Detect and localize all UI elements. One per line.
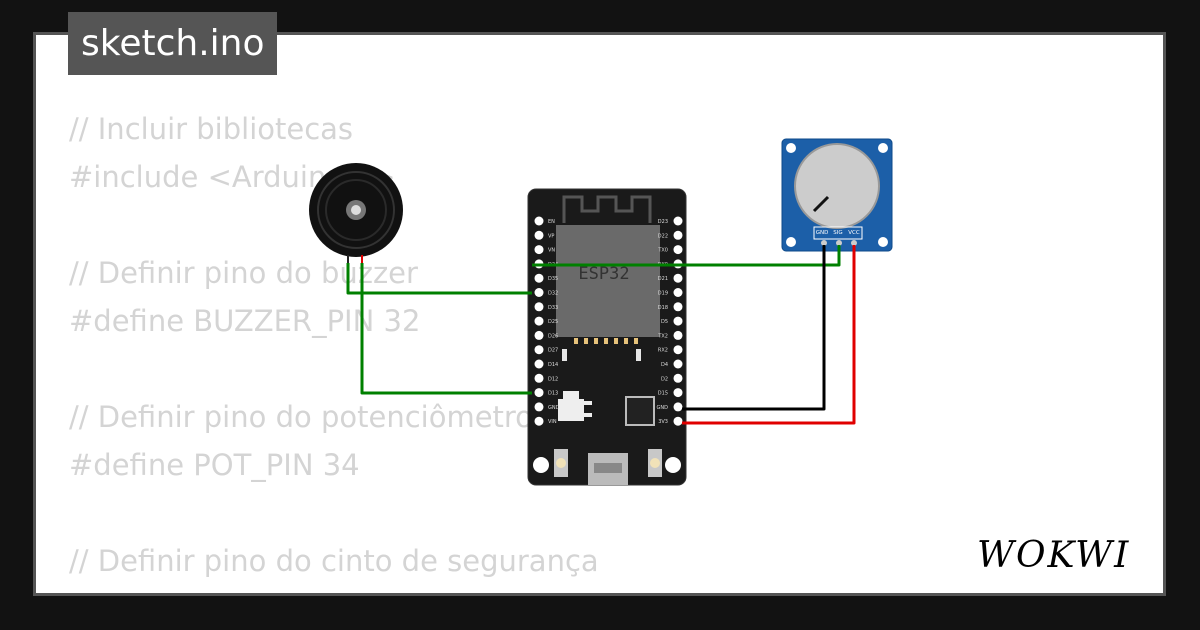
- right-pin-label: D4: [661, 362, 668, 368]
- wokwi-logo: WOKWI: [977, 535, 1130, 576]
- right-pin-label: D21: [658, 276, 668, 282]
- right-pin-label: TX2: [657, 333, 668, 339]
- smd-component: [636, 349, 641, 361]
- left-pin-hole: [534, 316, 544, 326]
- left-pin-label: GND: [548, 405, 560, 411]
- code-line: #define BUZZER_PIN 32: [69, 304, 421, 338]
- pot-pin-sig: SIG: [833, 230, 842, 236]
- right-pin-label: D18: [658, 305, 668, 311]
- left-pin-hole: [534, 359, 544, 369]
- left-pin-hole: [534, 388, 544, 398]
- right-pin-hole: [673, 416, 683, 426]
- code-line: // Definir pino do buzzer: [69, 256, 418, 290]
- right-pin-label: D22: [658, 233, 668, 239]
- right-pin-label: D19: [658, 291, 668, 297]
- right-pin-label: TX0: [657, 248, 668, 254]
- right-pin-hole: [673, 373, 683, 383]
- left-pin-label: D32: [548, 291, 558, 297]
- right-pin-hole: [673, 216, 683, 226]
- left-pin-label: VN: [548, 248, 555, 254]
- chip-pad: [634, 338, 638, 344]
- left-pin-label: D12: [548, 376, 558, 382]
- code-line: // Definir pino do potenciômetro: [69, 400, 533, 434]
- chip-pad: [624, 338, 628, 344]
- left-pin-hole: [534, 373, 544, 383]
- left-pin-label: D27: [548, 348, 558, 354]
- left-pin-label: D13: [548, 391, 558, 397]
- circuit-diagram: ESP32 ENVPVND34D35D32D33D25D26D27D14D12D…: [309, 138, 893, 486]
- smd-component: [562, 349, 567, 361]
- left-pin-label: VP: [548, 233, 554, 239]
- pot-pin-vcc: VCC: [848, 230, 860, 236]
- svg-text:WOKWI: WOKWI: [977, 535, 1130, 576]
- code-line: #define SEATBELT_PIN 26: [69, 585, 599, 593]
- pot-pin-gnd: GND: [816, 230, 829, 236]
- right-pin-label: GND: [657, 405, 669, 411]
- wire-pot-gnd[interactable]: [682, 245, 826, 411]
- right-pin-hole: [673, 230, 683, 240]
- usb-chip: [625, 396, 655, 426]
- right-pin-hole: [673, 273, 683, 283]
- left-pin-hole: [534, 230, 544, 240]
- code-line: #define POT_PIN 34: [69, 448, 360, 482]
- right-pin-hole: [673, 359, 683, 369]
- right-pin-label: D2: [661, 376, 668, 382]
- chip-pad: [574, 338, 578, 344]
- wire-pot-signal[interactable]: [532, 245, 841, 267]
- wires: [346, 245, 856, 425]
- right-pin-hole: [673, 288, 683, 297]
- right-pin-hole: [673, 316, 683, 326]
- right-pin-hole: [673, 345, 683, 355]
- right-pin-hole: [673, 302, 683, 312]
- left-pin-hole: [534, 245, 544, 255]
- left-pin-label: D25: [548, 319, 558, 325]
- esp32-label: ESP32: [578, 264, 629, 284]
- wire-buzzer-signal[interactable]: [360, 263, 532, 395]
- left-pin-label: EN: [548, 219, 555, 225]
- left-pin-label: D26: [548, 333, 558, 339]
- chip-pad: [594, 338, 598, 344]
- right-pin-hole: [673, 388, 683, 398]
- chip-pad: [584, 338, 588, 344]
- wire-buzzer-gnd[interactable]: [346, 263, 532, 295]
- left-pin-label: D35: [548, 276, 558, 282]
- left-pin-label: D33: [548, 305, 558, 311]
- chip-pad: [604, 338, 608, 344]
- left-pin-hole: [534, 302, 544, 312]
- left-pin-hole: [534, 402, 544, 412]
- esp32-board[interactable]: ESP32 ENVPVND34D35D32D33D25D26D27D14D12D…: [527, 188, 687, 486]
- left-pin-hole: [534, 216, 544, 226]
- chip-pad: [614, 338, 618, 344]
- right-pin-label: D5: [661, 319, 668, 325]
- esp32-chip: [556, 225, 660, 337]
- left-pin-hole: [534, 330, 544, 340]
- right-pin-hole: [673, 402, 683, 412]
- chip-pads: [562, 338, 641, 361]
- right-pin-label: 3V3: [658, 419, 668, 425]
- file-name-tab[interactable]: sketch.ino: [68, 12, 278, 75]
- code-line: // Definir pino do cinto de segurança: [69, 544, 599, 578]
- wire-pot-vcc[interactable]: [682, 245, 856, 425]
- voltage-regulator: [558, 399, 584, 421]
- left-pin-hole: [534, 288, 544, 297]
- project-card: // Incluir bibliotecas#include <Arduino.…: [33, 32, 1166, 596]
- left-pin-label: VIN: [548, 419, 557, 425]
- buzzer[interactable]: [309, 163, 403, 267]
- left-pin-hole: [534, 416, 544, 426]
- right-pin-label: D23: [658, 219, 668, 225]
- potentiometer[interactable]: GND SIG VCC: [781, 138, 893, 252]
- left-pin-hole: [534, 273, 544, 283]
- right-pin-hole: [673, 245, 683, 255]
- right-pin-hole: [673, 330, 683, 340]
- right-pin-label: D15: [658, 391, 668, 397]
- code-line: // Incluir bibliotecas: [69, 112, 354, 146]
- left-pin-hole: [534, 345, 544, 355]
- right-pin-label: RX2: [658, 348, 668, 354]
- left-pin-label: D14: [548, 362, 558, 368]
